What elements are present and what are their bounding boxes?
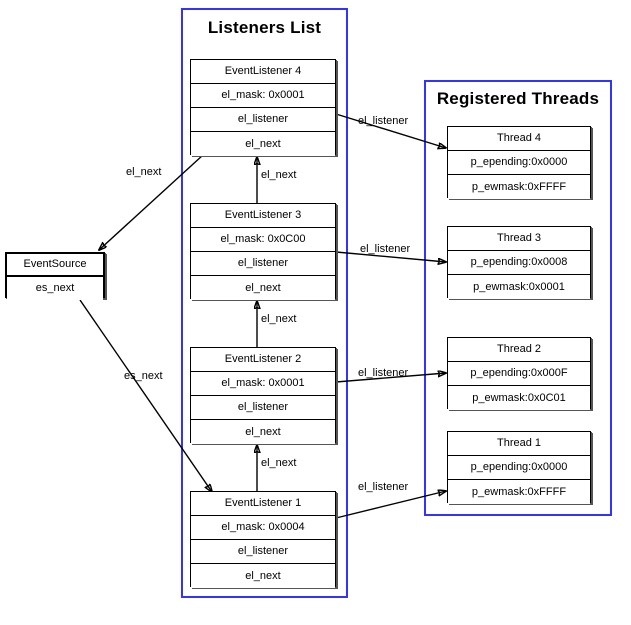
listener-1-title: EventListener 1 [191, 492, 335, 516]
event-source-field-es-next: es_next [7, 277, 103, 300]
thread-2-epending: p_epending:0x000F [448, 362, 590, 386]
event-source-box[interactable]: EventSource es_next [5, 252, 105, 300]
event-source-title: EventSource [7, 254, 103, 277]
edge-label-el3-to-thread3: el_listener [360, 243, 411, 255]
listener-4-mask: el_mask: 0x0001 [191, 84, 335, 108]
link-el3-to-thread3 [335, 251, 446, 262]
thread-box-3[interactable]: Thread 3 p_epending:0x0008 p_ewmask:0x00… [447, 226, 591, 299]
thread-box-1[interactable]: Thread 1 p_epending:0x0000 p_ewmask:0xFF… [447, 431, 591, 504]
listener-box-4[interactable]: EventListener 4 el_mask: 0x0001 el_liste… [190, 59, 336, 156]
thread-box-4[interactable]: Thread 4 p_epending:0x0000 p_ewmask:0xFF… [447, 126, 591, 199]
edge-label-el1-to-thread1: el_listener [358, 481, 409, 493]
listener-box-3[interactable]: EventListener 3 el_mask: 0x0C00 el_liste… [190, 203, 336, 300]
thread-3-ewmask: p_ewmask:0x0001 [448, 275, 590, 299]
listener-1-listener: el_listener [191, 540, 335, 564]
listener-4-title: EventListener 4 [191, 60, 335, 84]
listener-4-next: el_next [191, 132, 335, 156]
listener-3-title: EventListener 3 [191, 204, 335, 228]
edge-label-el4-to-thread4: el_listener [358, 115, 409, 127]
thread-4-ewmask: p_ewmask:0xFFFF [448, 175, 590, 199]
thread-1-title: Thread 1 [448, 432, 590, 456]
listener-3-listener: el_listener [191, 252, 335, 276]
thread-2-title: Thread 2 [448, 338, 590, 362]
registered-threads-group [424, 80, 612, 516]
link-el2-to-thread2 [335, 373, 446, 383]
listeners-list-group [181, 8, 348, 598]
listener-box-1[interactable]: EventListener 1 el_mask: 0x0004 el_liste… [190, 491, 336, 588]
listener-3-next: el_next [191, 276, 335, 300]
edge-label-el3-to-el4: el_next [261, 169, 297, 181]
link-el4-to-eventsource [99, 154, 204, 250]
listener-2-title: EventListener 2 [191, 348, 335, 372]
link-el1-to-thread1 [335, 491, 446, 519]
edge-label-el1-to-el2: el_next [261, 457, 297, 469]
listener-3-mask: el_mask: 0x0C00 [191, 228, 335, 252]
thread-1-epending: p_epending:0x0000 [448, 456, 590, 480]
listener-2-listener: el_listener [191, 396, 335, 420]
listener-1-next: el_next [191, 564, 335, 588]
listeners-list-title: Listeners List [207, 18, 322, 37]
thread-1-ewmask: p_ewmask:0xFFFF [448, 480, 590, 504]
listener-2-next: el_next [191, 420, 335, 444]
thread-4-title: Thread 4 [448, 127, 590, 151]
listener-2-mask: el_mask: 0x0001 [191, 372, 335, 396]
registered-threads-title: Registered Threads [436, 89, 600, 108]
link-eventsource-to-el1 [79, 299, 212, 492]
edge-label-el4-to-eventsource: el_next [126, 166, 162, 178]
thread-box-2[interactable]: Thread 2 p_epending:0x000F p_ewmask:0x0C… [447, 337, 591, 410]
thread-2-ewmask: p_ewmask:0x0C01 [448, 386, 590, 410]
edge-label-el2-to-thread2: el_listener [358, 367, 409, 379]
edge-label-el2-to-el3: el_next [261, 313, 297, 325]
listener-1-mask: el_mask: 0x0004 [191, 516, 335, 540]
thread-3-title: Thread 3 [448, 227, 590, 251]
listener-4-listener: el_listener [191, 108, 335, 132]
thread-4-epending: p_epending:0x0000 [448, 151, 590, 175]
listener-box-2[interactable]: EventListener 2 el_mask: 0x0001 el_liste… [190, 347, 336, 444]
edge-label-eventsource-to-el1: es_next [124, 370, 163, 382]
thread-3-epending: p_epending:0x0008 [448, 251, 590, 275]
link-el4-to-thread4 [335, 113, 446, 148]
